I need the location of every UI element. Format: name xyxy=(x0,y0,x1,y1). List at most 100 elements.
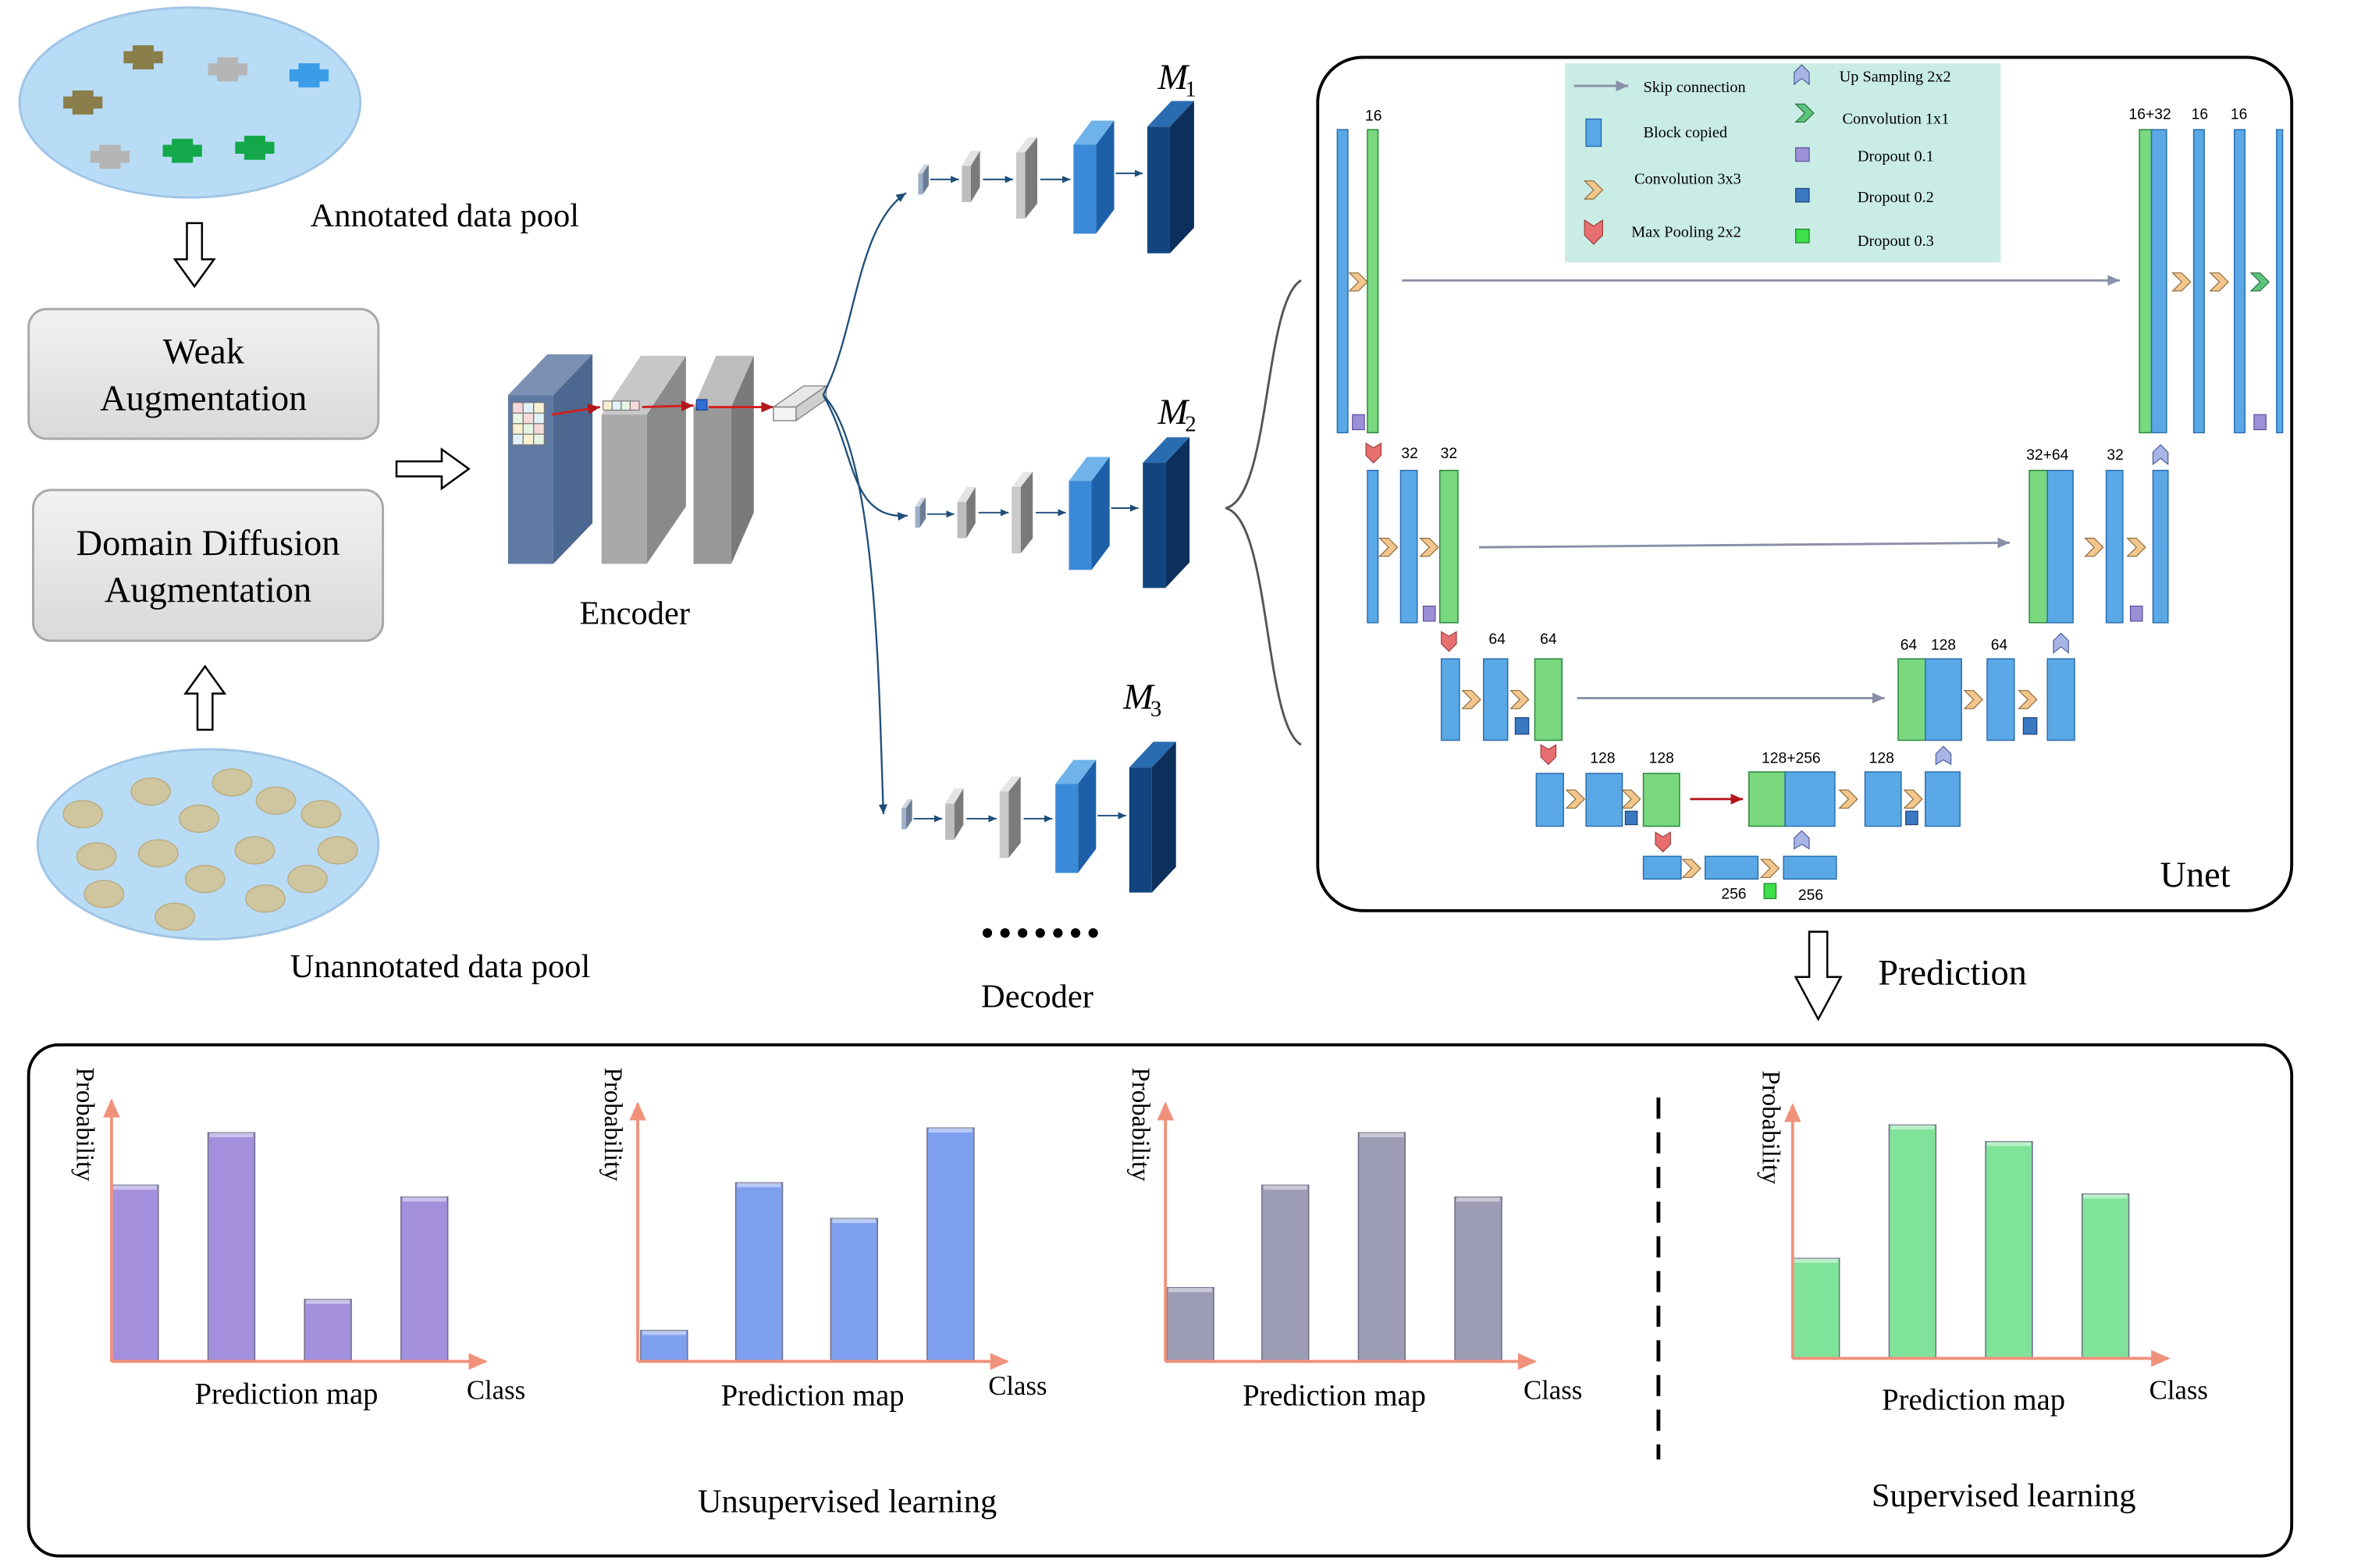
up-arrow-icon xyxy=(183,664,227,731)
label-l3-b: 64 xyxy=(1540,631,1557,648)
label-l2-dec: 32 xyxy=(2107,447,2123,464)
conv3x3-legend-icon xyxy=(1583,180,1604,200)
chart-3-bar-2 xyxy=(1261,1184,1310,1363)
legend-dropout-01: Dropout 0.1 xyxy=(1858,148,1934,165)
chart-2-bar-4 xyxy=(926,1127,975,1363)
weak-aug-line2: Augmentation xyxy=(100,379,307,418)
down-arrow-icon xyxy=(172,222,216,289)
unet-level1-encoder: 16 xyxy=(1336,108,1381,464)
bottom-panel-frame xyxy=(27,1043,2294,1558)
chart-1-bar-3-highlight xyxy=(306,1299,350,1304)
legend-dropout-02: Dropout 0.2 xyxy=(1858,189,1934,206)
encoder-to-decoder-curves xyxy=(822,192,908,815)
label-l1-dec-b: 16 xyxy=(2231,107,2247,123)
chart-1-bar-3 xyxy=(304,1299,352,1363)
unet-panel: Skip connection Block copied Convolution… xyxy=(1316,55,2294,912)
prediction-label: Prediction xyxy=(1878,953,2027,993)
label-l2-b: 32 xyxy=(1441,446,1457,462)
label-l4-cat: 128+256 xyxy=(1762,750,1821,766)
supervised-learning-label: Supervised learning xyxy=(1872,1477,2136,1514)
decoder-label: Decoder xyxy=(981,978,1093,1015)
decoder-ellipsis: ••••••• xyxy=(982,915,1105,951)
unet-level3-encoder: 64 64 xyxy=(1440,631,1563,766)
conv1x1-legend-icon xyxy=(1794,103,1815,123)
label-l2-a: 32 xyxy=(1401,446,1417,462)
unsupervised-learning-label: Unsupervised learning xyxy=(698,1484,997,1520)
decoder-group: M 1 M 2 M 3 xyxy=(901,58,1197,1015)
chart-1-caption: Prediction map xyxy=(195,1378,379,1410)
brace-connector xyxy=(1225,279,1302,746)
unet-level3-decoder: 64 128 64 xyxy=(1897,632,2075,741)
label-l1-cat: 16+32 xyxy=(2129,107,2171,123)
chart-3-bar-4-highlight xyxy=(1456,1196,1501,1202)
chart-2-bar-1-highlight xyxy=(642,1330,686,1335)
label-bottom-b: 256 xyxy=(1798,887,1823,904)
decoder-3-model-sub: 3 xyxy=(1150,697,1161,722)
maxpool-legend-icon xyxy=(1584,219,1603,245)
chart-4-xlabel: Class xyxy=(2149,1375,2208,1406)
label-l3-a: 64 xyxy=(1488,631,1506,648)
label-l1-enc: 16 xyxy=(1365,108,1381,125)
label-l4-dec: 128 xyxy=(1869,750,1894,766)
label-l4-a: 128 xyxy=(1590,750,1615,766)
unet-bottleneck: 256 256 xyxy=(1642,830,1837,904)
legend-block-copied: Block copied xyxy=(1644,124,1728,141)
encoder-kernel-grid xyxy=(512,400,640,446)
chart-2-bar-2 xyxy=(734,1182,784,1363)
chart-1-ylabel: Probability xyxy=(71,1068,99,1182)
label-l3-dec: 64 xyxy=(1991,638,2008,654)
chart-1-bar-2-highlight xyxy=(209,1132,254,1138)
chart-3-xlabel: Class xyxy=(1524,1375,1582,1406)
unannotated-data-pool: Unannotated data pool xyxy=(36,748,590,985)
legend-convolution-1x1: Convolution 1x1 xyxy=(1843,110,1950,127)
encoder-block: Encoder xyxy=(507,354,828,632)
legend-up-sampling: Up Sampling 2x2 xyxy=(1840,68,1951,85)
chart-2-bar-1 xyxy=(640,1329,688,1363)
weak-augmentation-box: Weak Augmentation xyxy=(27,308,380,440)
legend-convolution-3x3: Convolution 3x3 xyxy=(1634,171,1741,188)
label-l1-dec-a: 16 xyxy=(2192,107,2208,123)
decoder-2: M 2 xyxy=(915,393,1197,588)
annotated-data-pool: Annotated data pool xyxy=(18,6,579,234)
chart-3-ylabel: Probability xyxy=(1126,1068,1154,1182)
unet-title: Unet xyxy=(2160,855,2230,895)
annotated-sample-blobs xyxy=(63,44,329,169)
decoder-1-model-letter: M xyxy=(1157,58,1190,98)
unannotated-sample-blobs xyxy=(62,768,358,931)
unet-level1-decoder: 16+32 16 16 xyxy=(2129,107,2284,434)
legend-max-pooling: Max Pooling 2x2 xyxy=(1631,223,1741,240)
chart-4-bar-1 xyxy=(1792,1257,1840,1360)
chart-2-bar-4-highlight xyxy=(928,1128,972,1133)
chart-4-bar-2-highlight xyxy=(1890,1125,1935,1130)
skip-connection-l2 xyxy=(1478,537,2010,549)
label-l4-b: 128 xyxy=(1649,750,1674,766)
chart-4-bar-3-highlight xyxy=(1986,1141,2031,1147)
prediction-arrow-icon xyxy=(1794,930,1843,1022)
chart-3-bar-1 xyxy=(1166,1286,1214,1363)
encoder-label: Encoder xyxy=(579,596,690,632)
legend-background xyxy=(1565,63,2001,263)
chart-3-bar-3-highlight xyxy=(1360,1132,1404,1138)
unet-level2-decoder: 32+64 32 xyxy=(2026,444,2169,624)
domain-aug-line1: Domain Diffusion xyxy=(76,524,340,564)
chart-3-bar-2-highlight xyxy=(1263,1185,1307,1190)
chart-4-bar-4-highlight xyxy=(2083,1193,2128,1199)
chart-3-caption: Prediction map xyxy=(1243,1379,1426,1412)
chart-4-bar-4 xyxy=(2081,1193,2130,1360)
right-arrow-icon xyxy=(395,447,471,491)
chart-1-bar-1 xyxy=(111,1184,159,1363)
chart-3-bar-3 xyxy=(1357,1132,1406,1363)
chart-3-bar-1-highlight xyxy=(1168,1287,1213,1292)
unet-level2-encoder: 32 32 xyxy=(1367,446,1459,652)
weak-aug-line1: Weak xyxy=(163,332,245,372)
label-bottom-a: 256 xyxy=(1721,886,1746,902)
legend-skip-connection: Skip connection xyxy=(1644,79,1746,96)
legend-dropout-03: Dropout 0.3 xyxy=(1858,233,1934,250)
decoder-2-model-letter: M xyxy=(1157,393,1190,432)
upsample-legend-icon xyxy=(1794,64,1810,86)
